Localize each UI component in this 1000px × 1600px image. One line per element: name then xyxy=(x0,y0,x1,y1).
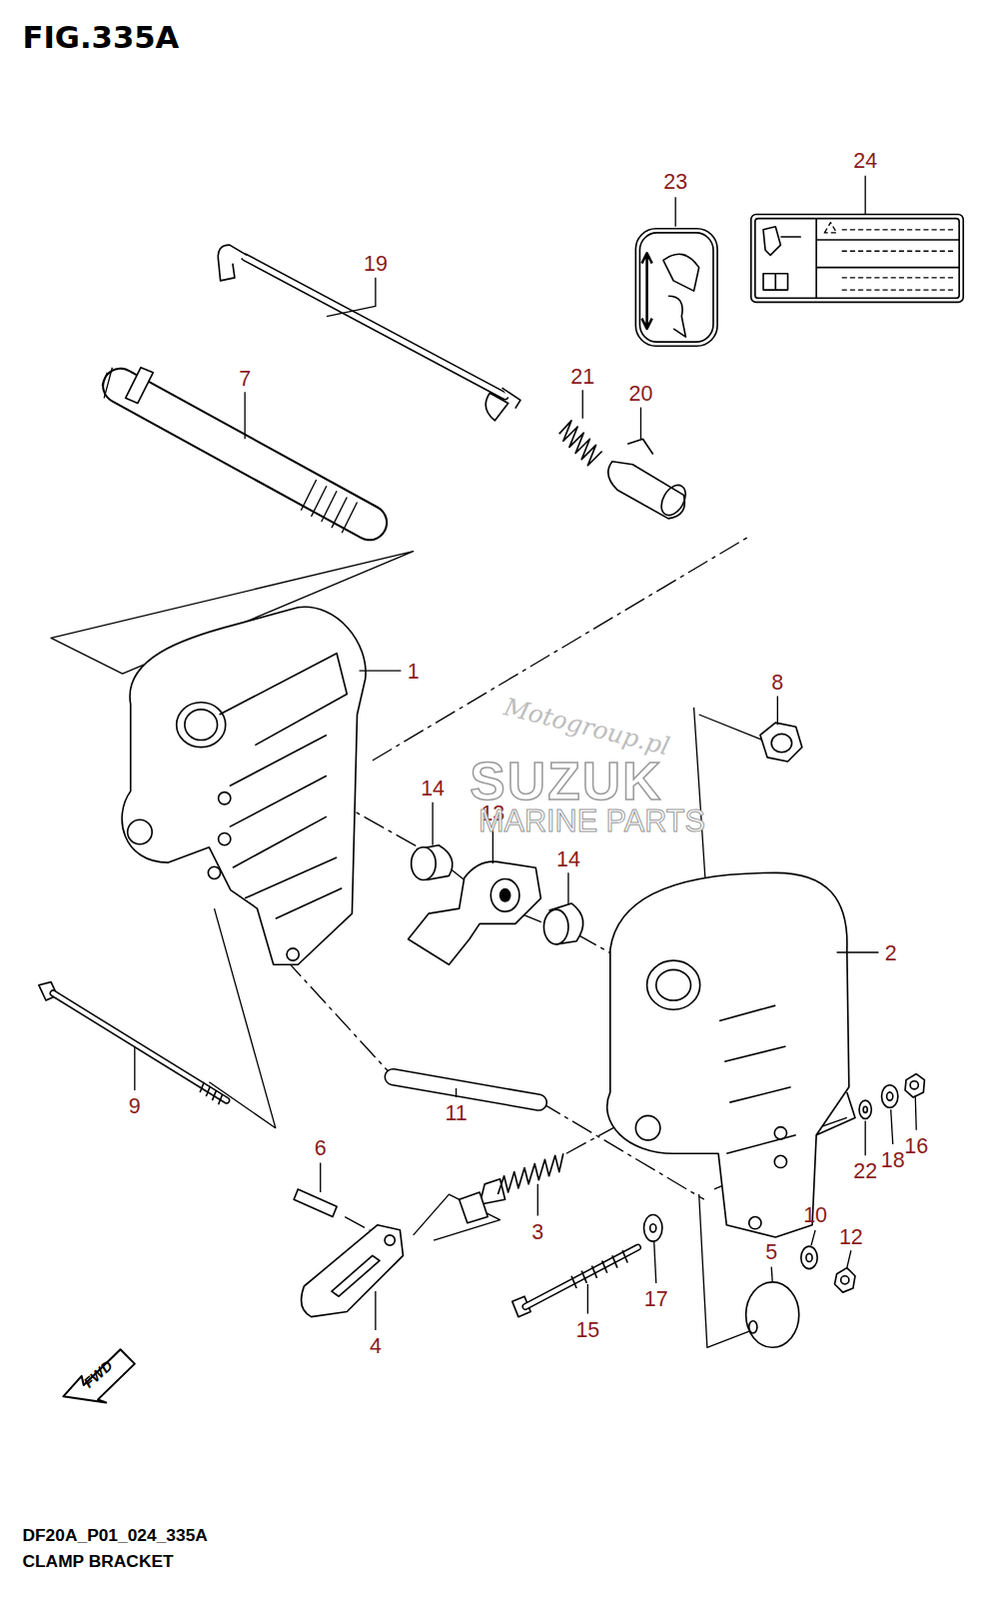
watermark: Motogroup.pl xyxy=(501,692,673,762)
callout-number: 19 xyxy=(363,252,388,274)
callout-number: 4 xyxy=(369,1334,382,1356)
callout-number: 18 xyxy=(881,1148,906,1170)
callout-number: 11 xyxy=(444,1101,467,1123)
callout-number: 17 xyxy=(644,1287,669,1309)
callout-number: 20 xyxy=(629,382,654,404)
figure-caption: DF20A_P01_024_335A xyxy=(21,1525,207,1546)
callout-number: 16 xyxy=(904,1133,929,1155)
callout-number: 22 xyxy=(853,1159,878,1181)
callout-number: 24 xyxy=(853,149,878,171)
callout-number: 10 xyxy=(803,1203,828,1225)
watermark: MARINE PARTS xyxy=(478,804,706,840)
callout-number: 3 xyxy=(531,1219,544,1241)
callout-number: 1 xyxy=(407,659,420,681)
callout-number: 7 xyxy=(238,366,251,388)
callout-number: 12 xyxy=(839,1224,864,1246)
callout-number: 15 xyxy=(575,1317,600,1339)
callout-number: 2 xyxy=(885,941,898,963)
figure-title: FIG.335A xyxy=(21,21,179,53)
callout-number: 9 xyxy=(128,1093,141,1115)
callout-number: 5 xyxy=(765,1240,778,1262)
callout-number: 21 xyxy=(570,364,595,386)
watermark: SUZUK xyxy=(469,750,663,812)
callout-number: 23 xyxy=(663,170,688,192)
callout-number: 14 xyxy=(420,777,445,799)
callout-number: 6 xyxy=(314,1135,327,1157)
callout-number: 8 xyxy=(771,671,784,693)
figure-caption: CLAMP BRACKET xyxy=(21,1551,173,1572)
callout-number: 14 xyxy=(556,847,581,869)
